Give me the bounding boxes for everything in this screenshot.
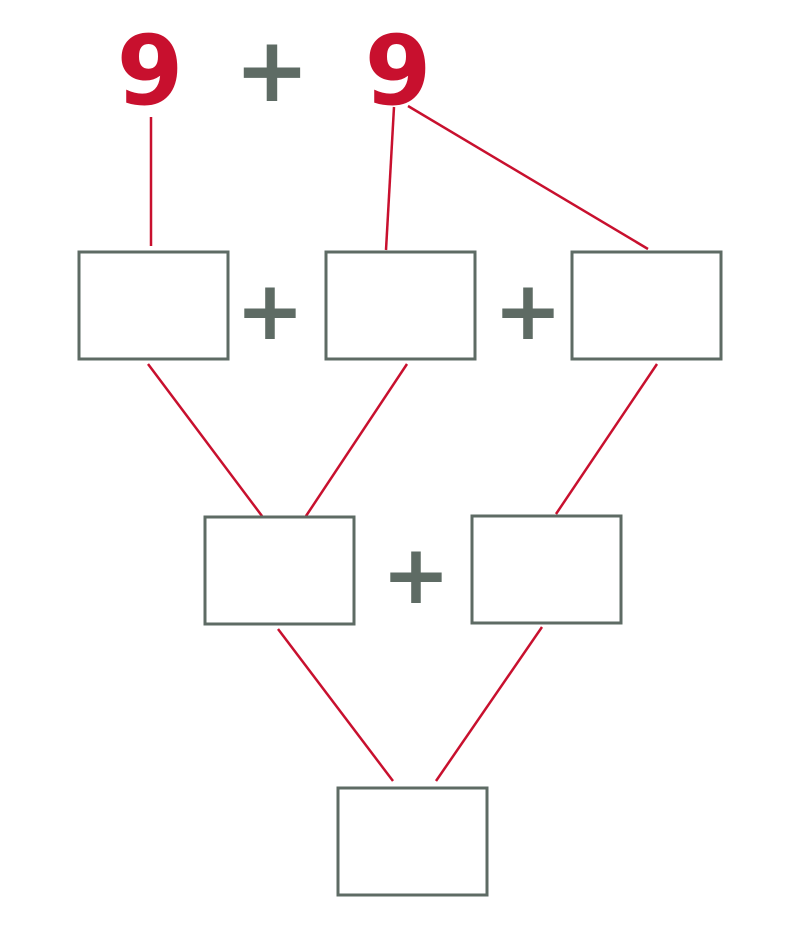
line-box-1-to-box-4 <box>147 363 263 517</box>
answer-box-result[interactable] <box>336 786 489 897</box>
answer-box-row3-1[interactable] <box>203 515 356 626</box>
row2-plus-sign-1: + <box>236 264 305 359</box>
answer-box-row2-2[interactable] <box>324 250 477 361</box>
answer-box-row2-1[interactable] <box>77 250 230 361</box>
left-operand: 9 <box>117 15 184 127</box>
answer-box-row3-2[interactable] <box>470 514 623 625</box>
line-box-3-to-box-5 <box>554 363 659 515</box>
row3-plus-sign: + <box>382 528 451 623</box>
line-box-4-to-result <box>277 628 394 782</box>
line-right-nine-to-box-2 <box>384 106 396 251</box>
line-box-2-to-box-4 <box>304 363 409 517</box>
line-box-5-to-result <box>434 626 544 782</box>
right-operand: 9 <box>365 15 432 127</box>
line-right-nine-to-box-3 <box>407 104 649 251</box>
top-plus-sign: + <box>234 18 309 123</box>
row2-plus-sign-2: + <box>494 264 563 359</box>
answer-box-row2-3[interactable] <box>570 250 723 361</box>
connector-lines <box>147 104 659 782</box>
